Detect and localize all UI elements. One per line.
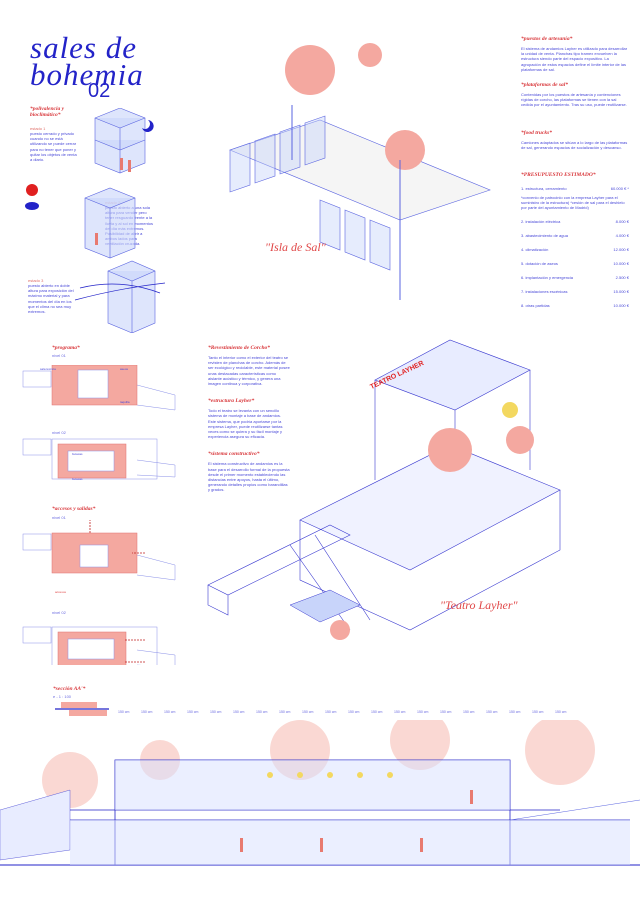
budget-item: 3. abastecimiento de agua <box>521 232 568 238</box>
budget-value: 4.000 € <box>615 232 629 238</box>
plataformas-text: Contenidas por los puestos de artesanía … <box>521 92 627 108</box>
poster-number: 02 <box>88 80 111 102</box>
estado-3: estado 3 puesto abierto en doble altura … <box>28 278 78 314</box>
budget-value: 10.000 € <box>613 260 629 266</box>
module-dimension: 150 cm <box>555 710 567 714</box>
stall-isometrics <box>25 108 166 333</box>
budget-item: 8. otras partidas <box>521 302 550 308</box>
module-dimension: 150 cm <box>279 710 291 714</box>
wind-icon <box>74 282 166 301</box>
module-dimension: 150 cm <box>463 710 475 714</box>
module-dimensions: 150 cm 150 cm 150 cm 150 cm 150 cm 150 cm 150 … <box>118 710 578 720</box>
budget-row: 6. implantación y emergencia 2.500 € <box>521 275 629 280</box>
budget-row: 2. instalación eléctrica 8.000 € <box>521 219 629 224</box>
layher-text: Todo el teatro se levanta con un sencill… <box>208 408 283 440</box>
seccion-heading: *sección AA'* <box>53 686 86 692</box>
budget-item: 6. implantación y emergencia <box>521 274 574 280</box>
section-aa <box>0 720 640 866</box>
module-dimension: 150 cm <box>118 710 130 714</box>
budget-value: 15.000 € <box>613 288 629 294</box>
polivalencia-heading: *polivalencia y bioclimático* <box>30 106 65 118</box>
estado-text: puesto cerrado y privado cuando no se es… <box>30 131 77 163</box>
seccion-scale: e - 1 : 100 <box>53 694 72 699</box>
budget-heading: *PRESUPUESTO ESTIMADO* <box>521 172 596 179</box>
room-label: taquilla <box>120 400 130 404</box>
room-label: sala técnica <box>40 367 56 371</box>
module-dimension: 150 cm <box>440 710 452 714</box>
corcho-text: Tanto el interior como el exterior del t… <box>208 355 290 387</box>
sistema-text: El sistema constructivo de andamios es l… <box>208 461 290 493</box>
title-line-1: sales de <box>30 30 138 65</box>
module-dimension: 150 cm <box>164 710 176 714</box>
middle-column: *Revestimiento de Corcho* Tanto el inter… <box>208 345 290 493</box>
module-dimension: 150 cm <box>371 710 383 714</box>
estado-text: puesto abierto en doble altura para expo… <box>28 283 74 315</box>
nivel-label: nivel 01 <box>52 515 66 520</box>
puestos-heading: *puestos de artesanía* <box>521 36 573 42</box>
module-dimension: 150 cm <box>394 710 406 714</box>
module-dimension: 150 cm <box>486 710 498 714</box>
budget-value: 10.000 € <box>613 302 629 308</box>
budget-item: 2. instalación eléctrica <box>521 218 561 224</box>
budget-row: 8. otras partidas 10.000 € <box>521 303 629 308</box>
estado-1: estado 1 puesto cerrado y privado cuando… <box>30 126 78 162</box>
budget-value: 8.000 € <box>615 218 629 224</box>
nivel-label: nivel 02 <box>52 610 66 615</box>
teatro-layher-label: "Teatro Layher" <box>440 598 518 612</box>
isla-de-sal-label: "Isla de Sal" <box>265 240 326 254</box>
budget-value: 12.000 € <box>613 246 629 252</box>
corcho-heading: *Revestimiento de Corcho* <box>208 345 271 351</box>
sistema-heading: *sistema constructivo* <box>208 451 260 458</box>
budget-value: 60.000 € * <box>610 186 629 192</box>
food-trucks-text: Camiones adaptados se sitúan a lo largo … <box>521 139 628 150</box>
budget-row: 7. instalaciones escénicas 15.000 € <box>521 289 629 294</box>
budget-value: 2.500 € <box>615 274 629 280</box>
module-dimension: 150 cm <box>302 710 314 714</box>
room-label: butacas <box>72 477 83 481</box>
budget-list: 2. instalación eléctrica 8.000 € 3. abaste… <box>521 219 629 308</box>
plataformas-heading: *plataformas de sal* <box>521 82 569 89</box>
layher-heading: *estructura Layher* <box>208 398 255 405</box>
budget-note: *convenio de patrocinio con la empresa L… <box>521 195 625 211</box>
module-dimension: 150 cm <box>348 710 360 714</box>
isla-de-sal-isometric <box>229 43 491 300</box>
food-trucks-heading: *food trucks* <box>521 129 553 136</box>
room-label: accesos <box>55 590 67 594</box>
module-dimension: 150 cm <box>417 710 429 714</box>
module-dimension: 150 cm <box>187 710 199 714</box>
right-column: *puestos de artesanía* El sistema de and… <box>521 36 629 317</box>
module-dimension: 150 cm <box>141 710 153 714</box>
budget-item: 7. instalaciones escénicas <box>521 288 568 294</box>
teatro-isometric <box>207 339 561 640</box>
module-dimension: 150 cm <box>509 710 521 714</box>
programa-heading: *programa* <box>52 345 80 351</box>
cloud-icon <box>25 202 39 210</box>
section-key <box>55 702 109 716</box>
room-label: butacas <box>72 452 83 456</box>
budget-item: 4. climatización <box>521 246 549 252</box>
budget-row: 5. dotación de aseos 10.000 € <box>521 261 629 266</box>
module-dimension: 150 cm <box>532 710 544 714</box>
budget-row: 1. estructura, cerramiento 60.000 € * <box>521 186 629 191</box>
module-dimension: 150 cm <box>325 710 337 714</box>
puestos-text: El sistema de andamios Layher es utiliza… <box>521 46 628 72</box>
module-dimension: 150 cm <box>256 710 268 714</box>
floor-plans <box>22 365 176 665</box>
title-line-2: bohemia <box>30 57 144 92</box>
estado-label: estado 1 <box>30 126 46 131</box>
nivel-label: nivel 02 <box>52 430 66 435</box>
accesos-heading: *accesos y salidas* <box>52 506 96 512</box>
budget-item: 1. estructura, cerramiento <box>521 186 567 192</box>
poster-title: sales de bohemia <box>30 30 144 92</box>
budget-row: 3. abastecimiento de agua 4.000 € <box>521 233 629 238</box>
budget-item: 5. dotación de aseos <box>521 260 558 266</box>
module-dimension: 150 cm <box>210 710 222 714</box>
estado-label: estado 3 <box>28 278 44 283</box>
room-label: aseos <box>120 367 129 371</box>
sun-icon <box>26 184 38 196</box>
budget-row: 4. climatización 12.000 € <box>521 247 629 252</box>
moon-icon <box>142 120 154 132</box>
module-dimension: 150 cm <box>233 710 245 714</box>
nivel-label: nivel 01 <box>52 353 66 358</box>
